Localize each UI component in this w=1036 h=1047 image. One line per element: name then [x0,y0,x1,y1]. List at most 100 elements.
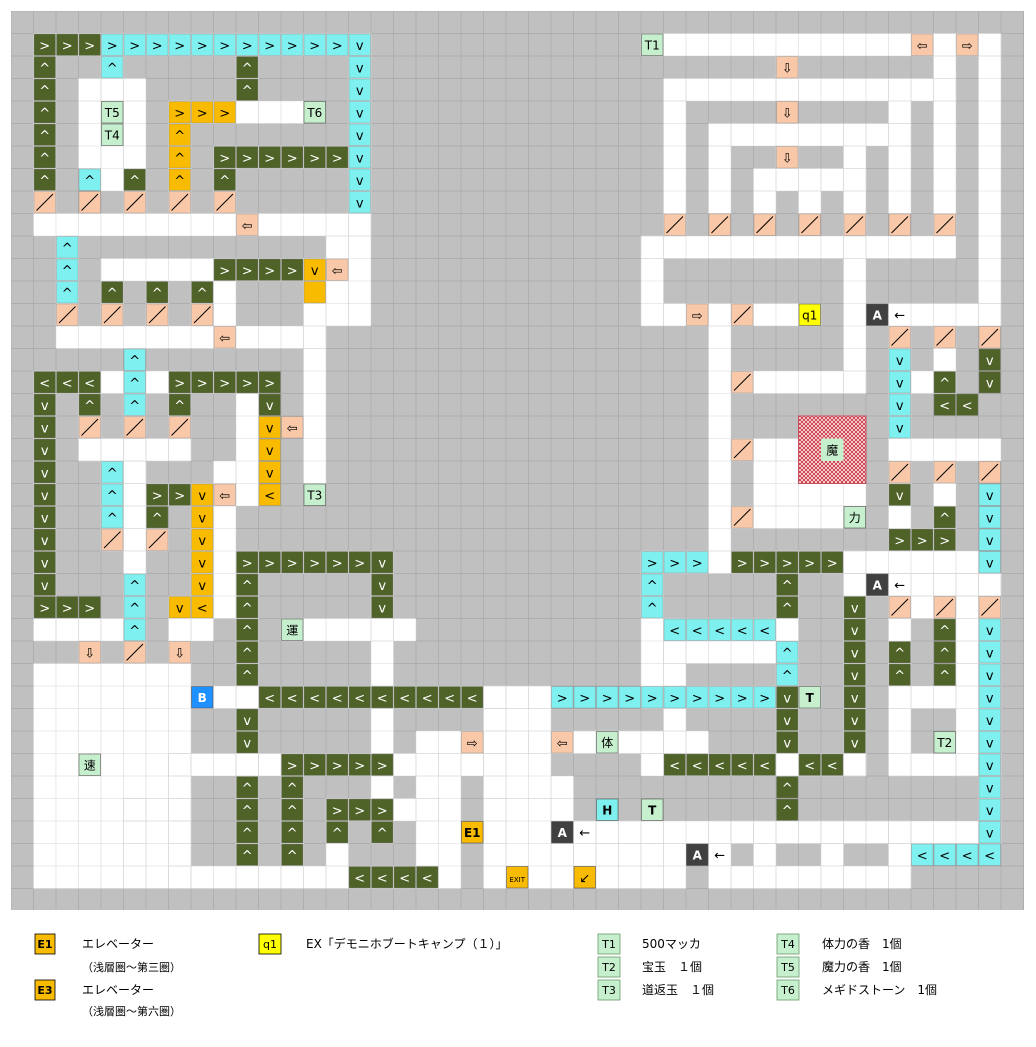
dark-tile [146,506,169,529]
arrow-glyph: ^ [129,376,140,391]
arrow-glyph: v [41,534,49,549]
arrow-glyph: v [896,399,904,414]
arrow-glyph: v [986,511,994,526]
dark-tile [258,686,281,709]
dark-tile [33,596,56,619]
dark-tile [731,551,754,574]
arrow-glyph: > [39,39,50,54]
arrow-glyph: > [107,39,118,54]
arrow-glyph: v [41,466,49,481]
arrow-glyph: > [692,556,703,571]
dark-tile [33,78,56,101]
dark-tile [168,393,191,416]
arrow-glyph: v [896,354,904,369]
cyan-tile [101,56,124,79]
stair-diagonal [193,306,211,324]
cyan-tile [978,551,1001,574]
cyan-tile [911,843,934,866]
arrow-glyph: v [41,399,49,414]
arrow-glyph: > [579,691,590,706]
orange-tile [168,101,191,124]
terminal-t2 [641,798,664,821]
cyan-tile [753,618,776,641]
dark-tile [33,168,56,191]
arrow-glyph: v [41,444,49,459]
arrow-glyph: v [986,354,994,369]
arrow-glyph: ^ [647,579,658,594]
arrow-glyph: v [986,759,994,774]
legend-treasure-badge [597,933,621,955]
legend-e1-sub: （浅層圏～第三圏） [82,960,181,974]
dark-tile [956,393,979,416]
arrow-glyph: > [332,151,343,166]
dark-tile [33,506,56,529]
arrow-glyph: ⇨ [467,736,478,751]
warp-a-2 [866,573,889,596]
floor-corridor [888,686,956,709]
arrow-glyph: > [602,691,613,706]
arrow-glyph: > [219,106,230,121]
legend-treasure-badge-text: T2 [601,961,616,974]
dark-tile [236,371,259,394]
dark-tile [258,146,281,169]
dark-tile [33,123,56,146]
dark-tile [236,573,259,596]
cyan-tile [731,618,754,641]
arrow-glyph: < [422,691,433,706]
dark-tile [33,371,56,394]
arrow-glyph: > [377,759,388,774]
arrow-glyph: > [84,601,95,616]
arrow-glyph: ^ [39,106,50,121]
dark-tile [236,843,259,866]
stair-diagonal [936,216,954,234]
dark-tile [258,371,281,394]
dark-tile [258,551,281,574]
dark-tile [281,753,304,776]
stair-diagonal [81,418,99,436]
cyan-tile [663,686,686,709]
arrow-glyph: > [287,264,298,279]
exit-marker [506,866,529,889]
arrow-glyph: > [309,759,320,774]
warp-direction-arrow: ← [714,848,725,863]
stair-diagonal [148,306,166,324]
dark-tile [888,663,911,686]
cyan-tile [348,101,371,124]
dark-tile [843,663,866,686]
arrow-glyph: > [782,556,793,571]
arrow-glyph: ^ [84,174,95,189]
dark-tile [753,551,776,574]
arrow-glyph: ^ [152,286,163,301]
trap-room-label-bg [821,438,844,461]
stair-diagonal [126,418,144,436]
legend-treasure-label: 道返玉 １個 [642,983,714,997]
cyan-tile [978,731,1001,754]
arrow-glyph: < [692,759,703,774]
dark-tile [281,776,304,799]
orange-tile [258,416,281,439]
arrow-glyph: < [984,849,995,864]
arrow-glyph: > [197,376,208,391]
arrow-glyph: ^ [39,129,50,144]
arrow-glyph: ^ [129,174,140,189]
arrow-glyph: > [624,691,635,706]
stair-diagonal [936,598,954,616]
cyan-tile [618,686,641,709]
cyan-tile [978,753,1001,776]
arrow-glyph: > [84,39,95,54]
orange-tile [258,461,281,484]
legend-treasure-badge [776,933,800,955]
legend-e3-sub: （浅層圏～第六圏） [82,1004,181,1018]
arrow-glyph: v [986,489,994,504]
floor-corridor [663,78,956,101]
dark-tile [348,551,371,574]
legend-treasure-badge-text: T6 [780,984,795,997]
arrow-glyph: > [264,264,275,279]
arrow-glyph: > [309,39,320,54]
arrow-glyph: > [647,556,658,571]
arrow-glyph: > [197,106,208,121]
arrow-glyph: < [759,759,770,774]
treasure-t1-label: T1 [644,38,660,52]
arrow-glyph: ⇦ [219,331,230,346]
cyan-tile [303,33,326,56]
